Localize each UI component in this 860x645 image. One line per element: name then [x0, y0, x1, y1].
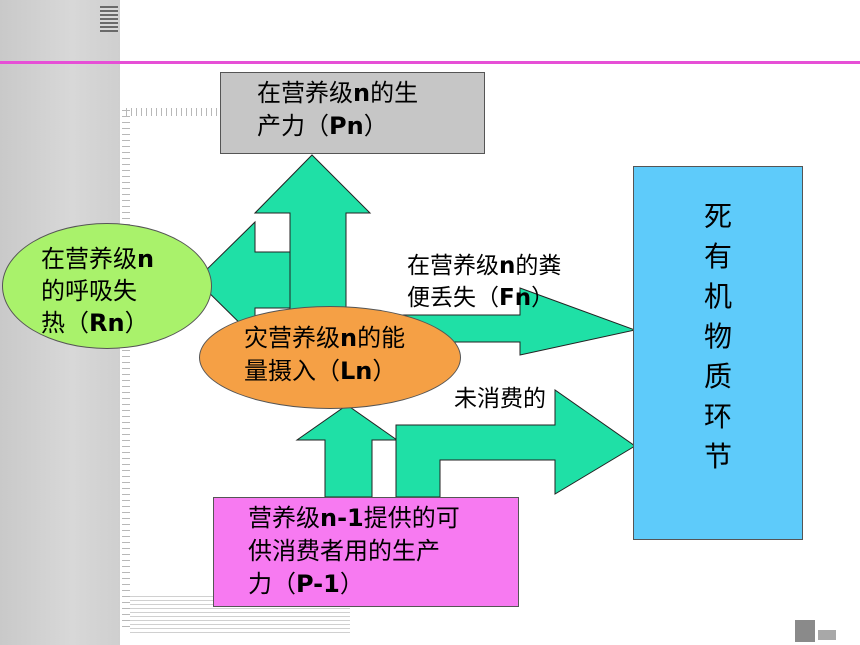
accent-line	[0, 61, 860, 64]
productivity-prev-line3: 力（P-1）	[248, 570, 364, 598]
corner-block-small	[818, 630, 836, 640]
productivity-n-line2: 产力（Pn）	[257, 112, 388, 140]
arrow-up-to-intake	[295, 404, 399, 498]
productivity-prev-line2: 供消费者用的生产	[248, 537, 440, 565]
ruler-left	[122, 110, 130, 630]
corner-mark	[100, 6, 118, 32]
dead-char-3: 机	[703, 280, 732, 313]
feces-line2: 便丢失（Fn）	[407, 285, 555, 311]
intake-ellipse: 灾营养级n的能 量摄入（Ln）	[199, 306, 461, 409]
intake-line1: 灾营养级n的能	[244, 324, 406, 352]
dead-char-2: 有	[703, 240, 732, 273]
arrow-left-to-respiration	[195, 220, 291, 340]
productivity-prev-line1: 营养级n-1提供的可	[248, 504, 460, 532]
respiration-line2: 的呼吸失	[41, 277, 137, 305]
productivity-n-line1: 在营养级n的生	[257, 79, 419, 107]
feces-loss-label: 在营养级n的粪 便丢失（Fn）	[407, 250, 561, 314]
unconsumed-label: 未消费的	[454, 386, 546, 412]
respiration-ellipse: 在营养级n 的呼吸失 热（Rn）	[2, 223, 212, 349]
dead-char-7: 节	[703, 440, 732, 473]
top-band	[120, 0, 860, 62]
ruler-top	[126, 108, 226, 116]
dead-organic-matter-box: 死 有 机 物 质 环 节	[633, 166, 803, 540]
productivity-n-box: 在营养级n的生 产力（Pn）	[220, 72, 485, 154]
respiration-line3: 热（Rn）	[41, 309, 149, 337]
productivity-prev-box: 营养级n-1提供的可 供消费者用的生产 力（P-1）	[213, 497, 519, 607]
dead-char-5: 质	[703, 360, 732, 393]
dead-char-1: 死	[703, 200, 732, 233]
intake-line2: 量摄入（Ln）	[244, 357, 397, 385]
dead-char-4: 物	[703, 320, 732, 353]
feces-line1: 在营养级n的粪	[407, 253, 562, 279]
arrow-right-unconsumed	[395, 389, 636, 498]
corner-block	[795, 620, 815, 642]
respiration-line1: 在营养级n	[41, 245, 155, 273]
dead-char-6: 环	[703, 400, 732, 433]
